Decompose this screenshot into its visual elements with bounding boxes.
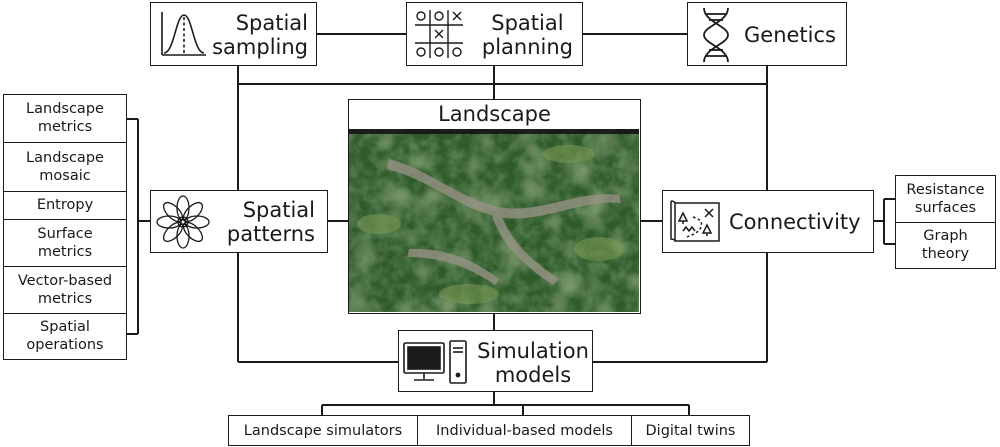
satellite-landscape-image <box>349 129 639 312</box>
list-item: Digital twins <box>631 416 749 445</box>
item-text: Vector-based <box>17 272 113 289</box>
treasure-map-icon <box>670 200 720 242</box>
spatial-planning-line1: Spatial <box>491 11 564 35</box>
connectivity-box: Connectivity <box>662 190 874 253</box>
genetics-label: Genetics <box>744 23 836 47</box>
dna-icon <box>703 7 729 63</box>
item-text: Spatial <box>40 318 90 335</box>
list-item: Individual-based models <box>417 416 631 445</box>
spatial-planning-line2: planning <box>481 35 573 60</box>
item-text: metrics <box>37 119 93 135</box>
spatial-patterns-line1: Spatial <box>242 198 315 222</box>
item-text: operations <box>26 336 104 353</box>
item-text: Landscape <box>26 101 104 118</box>
spatial-planning-box: Spatial planning <box>406 2 583 66</box>
spatial-patterns-line2: patterns <box>226 222 315 247</box>
simulation-models-line1: Simulation <box>477 339 589 363</box>
spatial-sampling-line2: sampling <box>212 35 308 60</box>
simulation-models-line2: models <box>494 363 572 388</box>
landscape-title: Landscape <box>438 102 551 126</box>
spatial-sampling-box: Spatial sampling <box>150 2 317 66</box>
item-text: surfaces <box>914 199 977 216</box>
item-text: theory <box>921 245 970 262</box>
tic-tac-toe-icon <box>415 10 463 58</box>
item-text: Surface <box>37 225 93 242</box>
simulation-models-box: Simulation models <box>398 330 593 392</box>
spatial-patterns-box: Spatial patterns <box>150 190 328 253</box>
item-text: metrics <box>37 290 93 307</box>
distribution-curve-icon <box>161 12 206 56</box>
list-item: Entropy <box>4 191 126 220</box>
mandala-pattern-icon <box>156 195 210 249</box>
genetics-box: Genetics <box>687 2 847 66</box>
item-text: Graph <box>923 227 968 244</box>
item-text: Entropy <box>36 197 94 214</box>
desktop-computer-icon <box>403 340 467 384</box>
landscape-box: Landscape <box>348 99 641 314</box>
simulation-submethods-list: Landscape simulators Individual-based mo… <box>228 415 750 446</box>
list-item: Landscape simulators <box>243 422 403 439</box>
spatial-sampling-line1: Spatial <box>235 11 308 35</box>
connectivity-label: Connectivity <box>729 210 861 234</box>
item-text: metrics <box>37 243 93 260</box>
item-text: Landscape <box>26 149 104 166</box>
item-text: mosaic <box>39 167 91 184</box>
item-text: Resistance <box>906 181 985 198</box>
